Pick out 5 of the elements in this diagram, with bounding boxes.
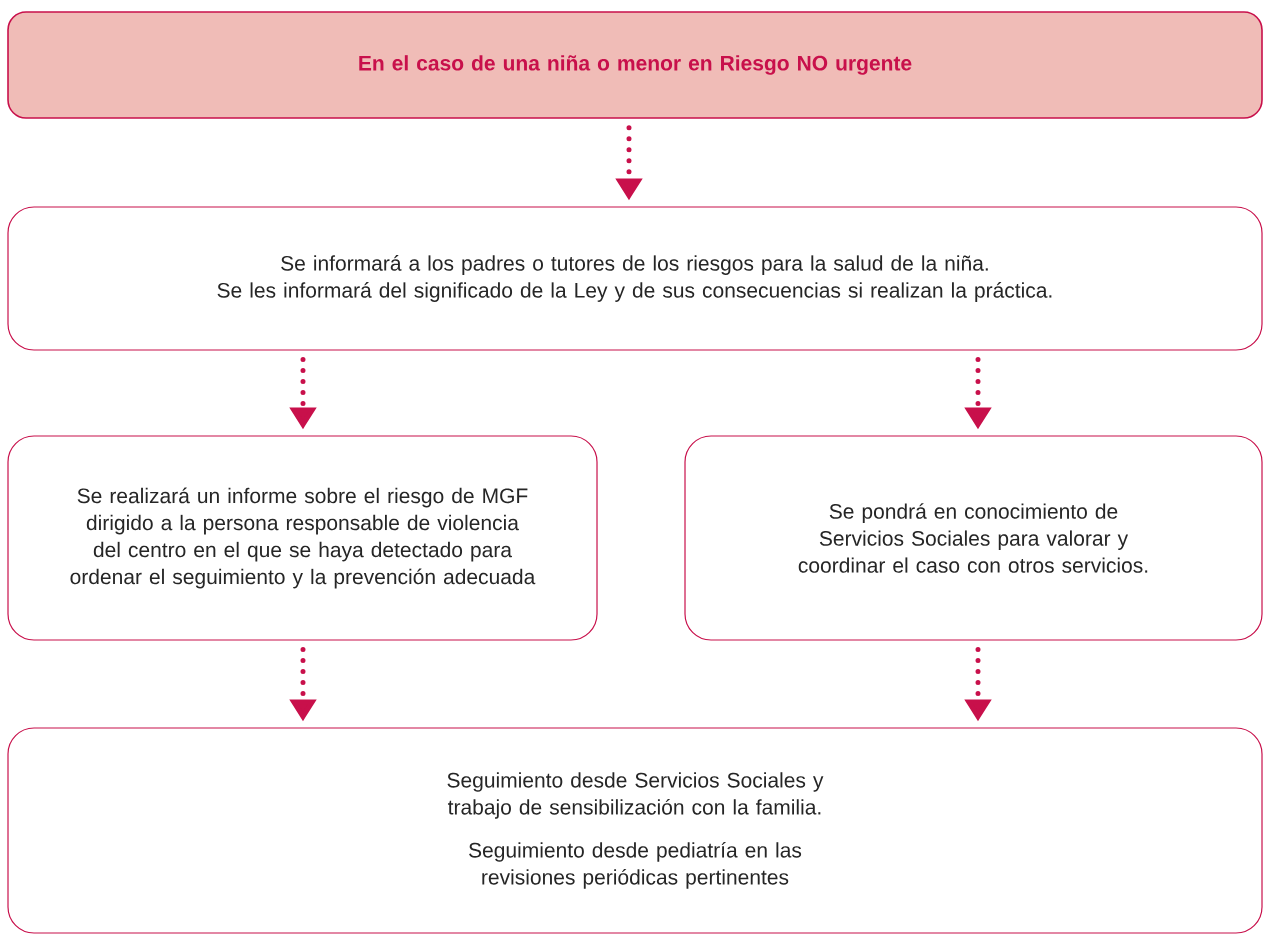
process-box: Seguimiento desde Servicios Sociales y trabajo de sensibilización con la familia. Seguimiento desde pediatría en las revisiones periódicas pertinentes (7, 727, 1263, 934)
title-box: En el caso de una niña o menor en Riesgo NO urgente (7, 11, 1263, 119)
process-box: Se informará a los padres o tutores de los riesgos para la salud de la niña. Se les informará del significado de la Ley y de sus consecuencias si realizan la práctica. (7, 206, 1263, 351)
process-box: Se pondrá en conocimiento de Servicios Sociales para valorar y coordinar el caso con otros servicios. (684, 435, 1263, 641)
process-box: Se realizará un informe sobre el riesgo de MGF dirigido a la persona responsable de violencia del centro en el que se haya detectado para ordenar el seguimiento y la prevención adecuada (7, 435, 598, 641)
